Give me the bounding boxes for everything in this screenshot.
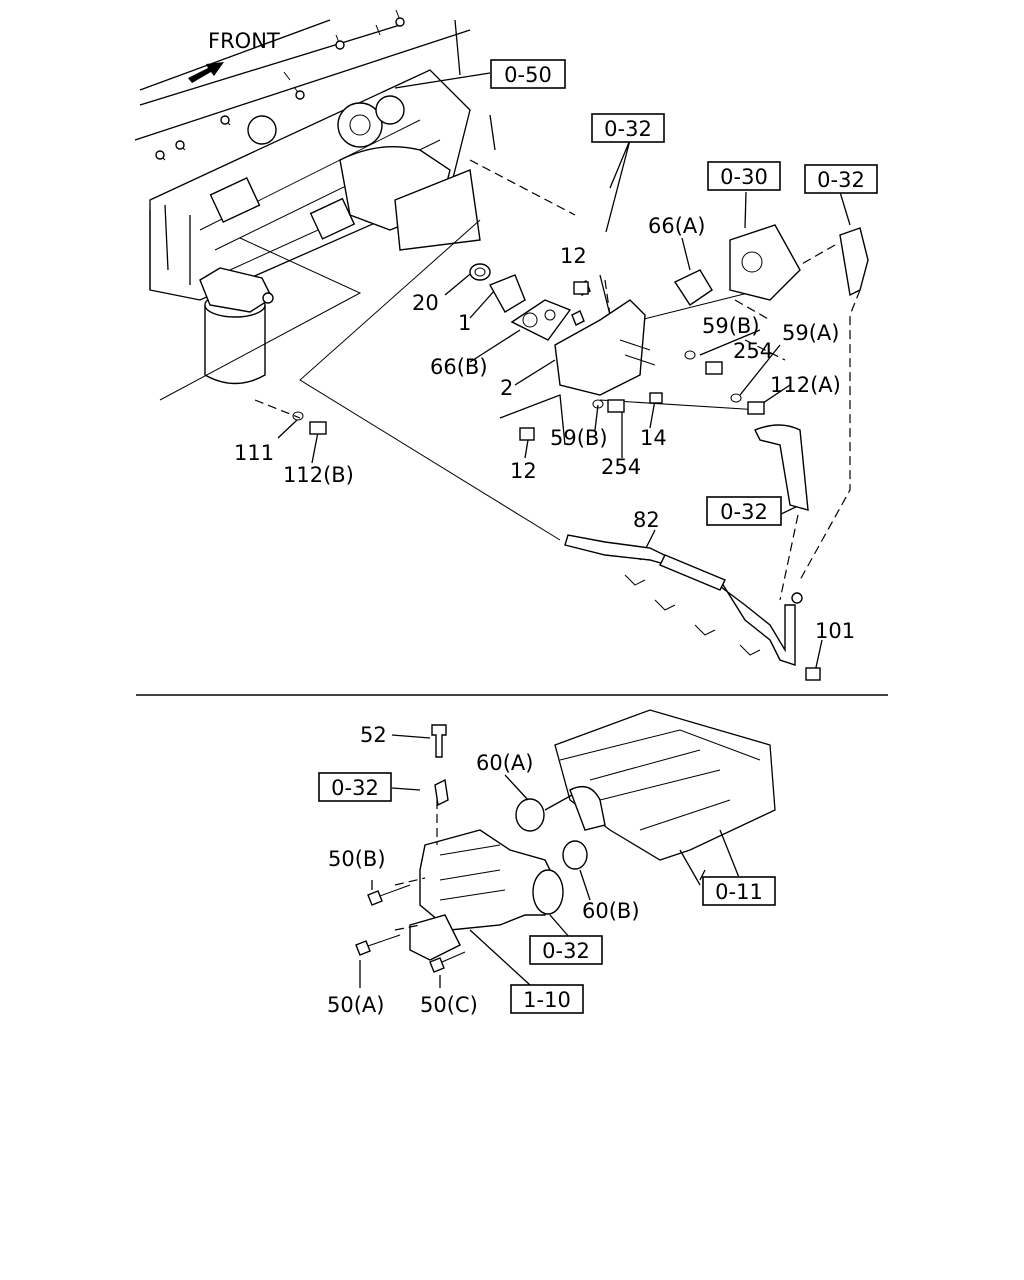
bottom-leader-lines (359, 734, 706, 988)
ref-box-0-11[interactable]: 0-11 (702, 876, 776, 906)
ref-box-0-32-lower-left[interactable]: 0-32 (318, 772, 392, 802)
reference-boxes: 0-50 0-32 0-30 0-32 0-32 0-32 0-11 0-32 (318, 59, 878, 1014)
front-orientation-marker: FRONT (188, 29, 280, 83)
svg-text:1-10: 1-10 (523, 988, 571, 1012)
part-label: 111 (234, 441, 274, 465)
svg-text:0-32: 0-32 (604, 117, 652, 141)
egr-cooler-assembly (292, 224, 869, 511)
routing-lines (159, 219, 761, 541)
part-label: 59(B) (702, 314, 760, 338)
engine-manifold-illustration (134, 9, 496, 385)
ref-box-1-10[interactable]: 1-10 (510, 984, 584, 1014)
ref-box-0-50[interactable]: 0-50 (490, 59, 566, 89)
svg-text:0-32: 0-32 (542, 939, 590, 963)
part-label: 112(B) (283, 463, 354, 487)
part-label: 66(A) (648, 214, 705, 238)
part-label: 59(A) (782, 321, 839, 345)
cylinder-block-illustration (554, 709, 776, 886)
part-label: 2 (500, 376, 513, 400)
ref-box-0-32-upper[interactable]: 0-32 (591, 113, 665, 143)
gasket-a-part (673, 269, 713, 306)
o-ring-parts (515, 798, 588, 870)
seal-ring-part (469, 263, 491, 281)
part-label: 1 (458, 311, 471, 335)
hose-lower-part (754, 424, 809, 511)
part-label: 60(A) (476, 751, 533, 775)
svg-text:0-11: 0-11 (715, 880, 763, 904)
part-label: 254 (733, 339, 773, 363)
front-label: FRONT (208, 29, 280, 53)
part-label: 66(B) (430, 355, 488, 379)
part-label: 14 (640, 426, 667, 450)
water-pipe-part (564, 534, 821, 681)
part-label: 82 (633, 508, 660, 532)
part-label: 101 (815, 619, 855, 643)
thermostat-part (489, 274, 526, 313)
svg-text:0-50: 0-50 (504, 63, 552, 87)
part-label: 50(C) (420, 993, 478, 1017)
alignment-dashed-lines (254, 159, 861, 601)
ref-box-0-32-mid[interactable]: 0-32 (706, 496, 782, 526)
ref-box-0-30[interactable]: 0-30 (707, 161, 781, 191)
hose-part (839, 227, 869, 297)
part-label: 52 (360, 723, 387, 747)
part-label: 50(B) (328, 847, 386, 871)
part-label: 112(A) (770, 373, 841, 397)
part-label: 20 (412, 291, 439, 315)
part-label: 12 (510, 459, 537, 483)
part-number-labels: 66(A) 12 20 1 59(B) 59(A) 254 66(B) 2 11… (234, 214, 855, 1017)
top-leader-lines (277, 72, 851, 673)
water-pump-housing (409, 778, 564, 961)
svg-text:0-32: 0-32 (817, 168, 865, 192)
ref-box-0-32-right[interactable]: 0-32 (804, 164, 878, 194)
ref-box-0-32-lower-mid[interactable]: 0-32 (529, 935, 603, 965)
part-label: 254 (601, 455, 641, 479)
part-label: 50(A) (327, 993, 384, 1017)
svg-text:0-32: 0-32 (331, 776, 379, 800)
part-label: 59(B) (550, 426, 608, 450)
svg-text:0-30: 0-30 (720, 165, 768, 189)
bolt-parts (355, 724, 466, 973)
part-label: 12 (560, 244, 587, 268)
gasket-part (510, 299, 572, 341)
part-label: 60(B) (582, 899, 640, 923)
svg-text:0-32: 0-32 (720, 500, 768, 524)
flange-part (729, 224, 801, 301)
front-arrow-icon (188, 62, 224, 83)
